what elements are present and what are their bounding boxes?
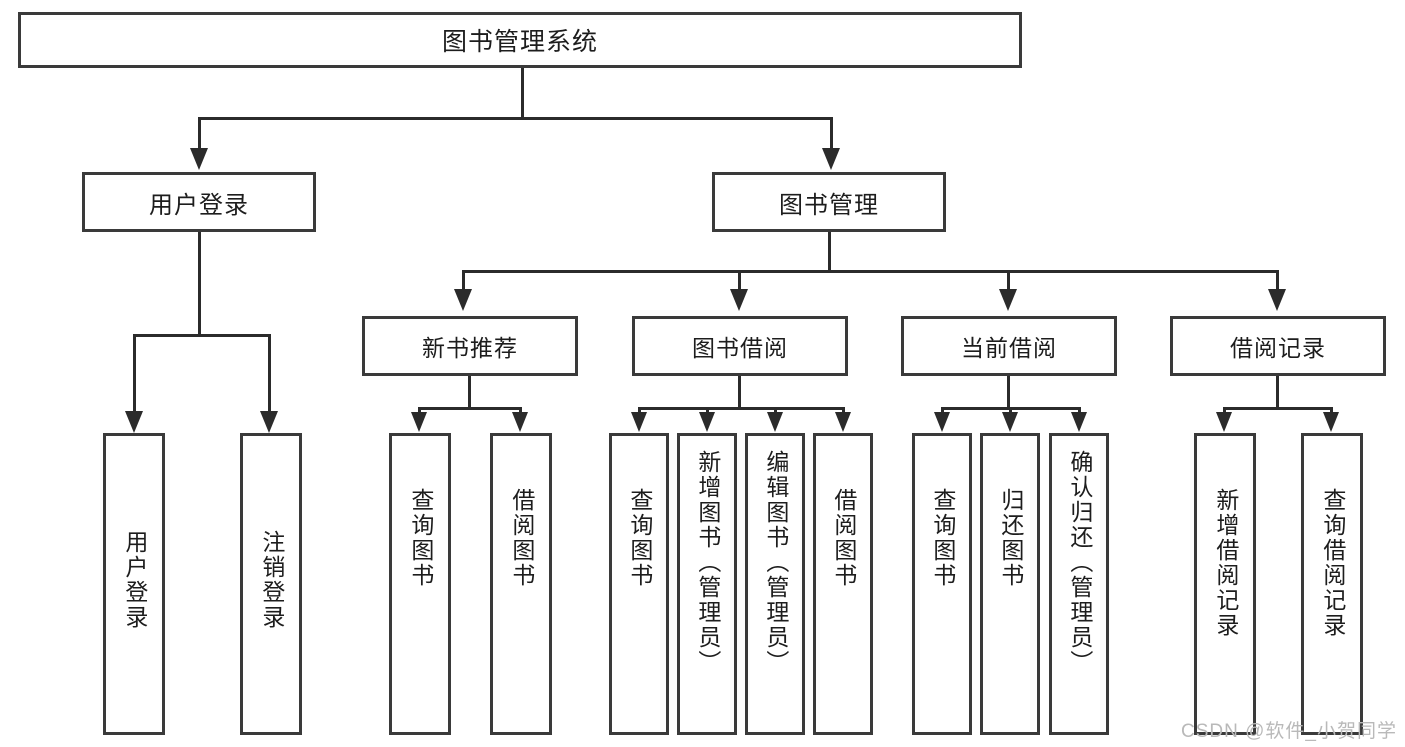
node-root-system[interactable]: 图书管理系统 [18, 12, 1022, 68]
node-current-borrow[interactable]: 当前借阅 [901, 316, 1117, 376]
leaf-book-borrow-query[interactable]: 查询图书 [609, 433, 669, 735]
leaf-label: 查询借阅记录 [1319, 488, 1346, 638]
arrow-current-borrow-leaf-1 [934, 412, 950, 432]
leaf-label: 新增借阅记录 [1212, 488, 1239, 638]
leaf-current-borrow-confirm[interactable]: 确认归还（管理员） [1049, 433, 1109, 735]
connector-book-borrow-bus [638, 407, 845, 410]
leaf-new-book-borrow[interactable]: 借阅图书 [490, 433, 552, 735]
leaf-label: 注销登录 [258, 530, 285, 630]
connector-new-book-stem [468, 376, 471, 409]
arrow-book-borrow-leaf-3 [767, 412, 783, 432]
node-label: 当前借阅 [961, 335, 1057, 361]
leaf-label: 新增图书（管理员） [694, 450, 721, 675]
leaf-book-borrow-add[interactable]: 新增图书（管理员） [677, 433, 737, 735]
arrow-book-borrow-leaf-1 [631, 412, 647, 432]
leaf-label: 查询图书 [407, 488, 434, 588]
arrow-to-book-manage [822, 148, 840, 170]
leaf-label: 编辑图书（管理员） [762, 450, 789, 675]
connector-book-borrow-stem [738, 376, 741, 409]
arrow-borrow-record-leaf-2 [1323, 412, 1339, 432]
connector-root-bus [198, 117, 832, 120]
leaf-current-borrow-query[interactable]: 查询图书 [912, 433, 972, 735]
leaf-label: 查询图书 [929, 488, 956, 588]
connector-user-login-bus [133, 334, 271, 337]
node-book-manage[interactable]: 图书管理 [712, 172, 946, 232]
arrow-to-book-borrow [730, 289, 748, 311]
arrow-book-borrow-leaf-4 [835, 412, 851, 432]
leaf-current-borrow-return[interactable]: 归还图书 [980, 433, 1040, 735]
leaf-label: 确认归还（管理员） [1066, 450, 1093, 675]
leaf-label: 借阅图书 [830, 488, 857, 588]
node-borrow-record[interactable]: 借阅记录 [1170, 316, 1386, 376]
connector-user-login-stem [198, 232, 201, 335]
node-label: 图书借阅 [692, 335, 788, 361]
node-book-borrow[interactable]: 图书借阅 [632, 316, 848, 376]
connector-new-book-leaf-1 [418, 407, 421, 415]
connector-borrow-record-leaf-1 [1223, 407, 1226, 415]
connector-new-book-leaf-2 [519, 407, 522, 415]
leaf-label: 用户登录 [121, 530, 148, 630]
arrow-to-borrow-record [1268, 289, 1286, 311]
connector-book-borrow-leaf-2 [706, 407, 709, 415]
arrow-to-current-borrow [999, 289, 1017, 311]
connector-book-manage-child-2 [738, 270, 741, 290]
connector-current-borrow-leaf-3 [1078, 407, 1081, 415]
connector-borrow-record-stem [1276, 376, 1279, 409]
connector-book-manage-stem [828, 232, 831, 272]
connector-book-borrow-leaf-3 [774, 407, 777, 415]
connector-current-borrow-leaf-2 [1009, 407, 1012, 415]
arrow-book-borrow-leaf-2 [699, 412, 715, 432]
connector-root-to-book-manage [830, 117, 833, 149]
leaf-book-borrow-borrow[interactable]: 借阅图书 [813, 433, 873, 735]
connector-current-borrow-leaf-1 [941, 407, 944, 415]
leaf-new-book-query[interactable]: 查询图书 [389, 433, 451, 735]
node-new-book-recommend[interactable]: 新书推荐 [362, 316, 578, 376]
connector-book-manage-child-3 [1007, 270, 1010, 290]
leaf-label: 借阅图书 [508, 488, 535, 588]
node-user-login[interactable]: 用户登录 [82, 172, 316, 232]
connector-user-login-leaf-2 [268, 334, 271, 414]
leaf-book-borrow-edit[interactable]: 编辑图书（管理员） [745, 433, 805, 735]
arrow-borrow-record-leaf-1 [1216, 412, 1232, 432]
leaf-label: 归还图书 [997, 488, 1024, 588]
node-label: 图书管理 [779, 191, 879, 219]
arrow-new-book-leaf-1 [411, 412, 427, 432]
leaf-user-login-logout[interactable]: 注销登录 [240, 433, 302, 735]
connector-root-to-user-login [198, 117, 201, 149]
leaf-borrow-record-query[interactable]: 查询借阅记录 [1301, 433, 1363, 735]
leaf-label: 查询图书 [626, 488, 653, 588]
connector-book-borrow-leaf-1 [638, 407, 641, 415]
connector-new-book-bus [418, 407, 522, 410]
arrow-current-borrow-leaf-2 [1002, 412, 1018, 432]
connector-borrow-record-bus [1223, 407, 1333, 410]
leaf-borrow-record-add[interactable]: 新增借阅记录 [1194, 433, 1256, 735]
node-label: 新书推荐 [422, 335, 518, 361]
node-label: 用户登录 [149, 191, 249, 219]
connector-book-manage-bus [462, 270, 1279, 273]
node-label: 借阅记录 [1230, 335, 1326, 361]
arrow-to-user-login [190, 148, 208, 170]
arrow-current-borrow-leaf-3 [1071, 412, 1087, 432]
connector-book-manage-child-4 [1276, 270, 1279, 290]
connector-book-borrow-leaf-4 [842, 407, 845, 415]
connector-borrow-record-leaf-2 [1330, 407, 1333, 415]
arrow-user-login-leaf-2 [260, 411, 278, 433]
arrow-user-login-leaf-1 [125, 411, 143, 433]
leaf-user-login-login[interactable]: 用户登录 [103, 433, 165, 735]
arrow-new-book-leaf-2 [512, 412, 528, 432]
connector-root-stem [521, 68, 524, 118]
node-label: 图书管理系统 [441, 28, 598, 56]
connector-book-manage-child-1 [462, 270, 465, 290]
connector-current-borrow-stem [1007, 376, 1010, 409]
connector-user-login-leaf-1 [133, 334, 136, 414]
arrow-to-new-book-recommend [454, 289, 472, 311]
